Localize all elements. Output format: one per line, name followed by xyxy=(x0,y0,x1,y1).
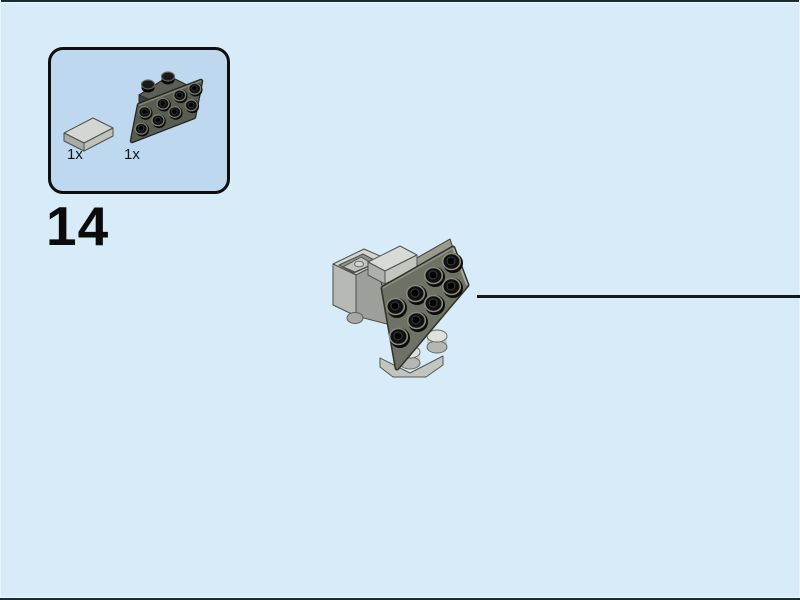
assembly-bottom-plate xyxy=(379,355,444,378)
step-number: 14 xyxy=(46,195,110,257)
assembly-illustration xyxy=(332,238,470,378)
assembly-bracket-studs xyxy=(385,252,463,348)
page-top-edge-highlight xyxy=(0,2,800,3)
page-left-edge xyxy=(0,0,1,600)
bracket-studs xyxy=(134,82,203,137)
page-bottom-edge xyxy=(0,598,800,600)
part-count-label: 1x xyxy=(124,146,140,163)
part-light-gray-plate-icon xyxy=(63,117,114,152)
parts-illustration xyxy=(63,71,204,152)
leader-line xyxy=(477,295,800,298)
part-dark-gray-bracket-icon xyxy=(129,71,204,144)
page-bottom-edge-highlight xyxy=(0,597,800,598)
parts-callout-box: 1x 1x xyxy=(48,47,230,194)
part-count-label: 1x xyxy=(67,146,83,163)
page-top-edge xyxy=(0,0,800,2)
